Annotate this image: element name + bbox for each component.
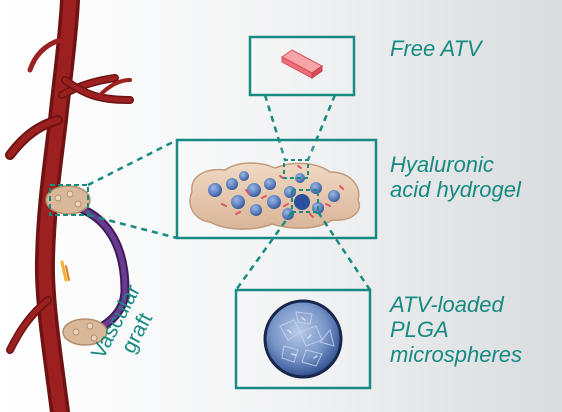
plga-microsphere-icon — [263, 299, 343, 379]
hydrogel-label: Hyaluronic acid hydrogel — [390, 152, 521, 202]
plga-text-line2: PLGA — [390, 317, 449, 342]
hydrogel-blob-icon — [189, 162, 361, 230]
free-atv-label: Free ATV — [390, 36, 482, 61]
plga-text-line3: microspheres — [390, 342, 523, 367]
connector-line — [87, 213, 178, 240]
connector-line — [306, 94, 337, 161]
atv-crystal-icon — [281, 49, 323, 79]
microsphere-icon — [208, 171, 340, 220]
graft-zoom-box — [49, 184, 89, 216]
connector-line — [87, 138, 178, 187]
sphere-zoom-box — [291, 189, 319, 213]
connector-line — [234, 211, 294, 291]
free-atv-text: Free ATV — [390, 36, 482, 61]
vascular-graft-icon — [45, 185, 130, 346]
connector-line — [316, 211, 372, 291]
plga-label: ATV-loaded PLGA microspheres — [390, 292, 522, 367]
plga-text-line1: ATV-loaded — [390, 292, 504, 317]
connector-line — [263, 94, 287, 161]
hydrogel-text-line1: Hyaluronic — [390, 152, 494, 177]
hydrogel-text-line2: acid hydrogel — [390, 177, 521, 202]
